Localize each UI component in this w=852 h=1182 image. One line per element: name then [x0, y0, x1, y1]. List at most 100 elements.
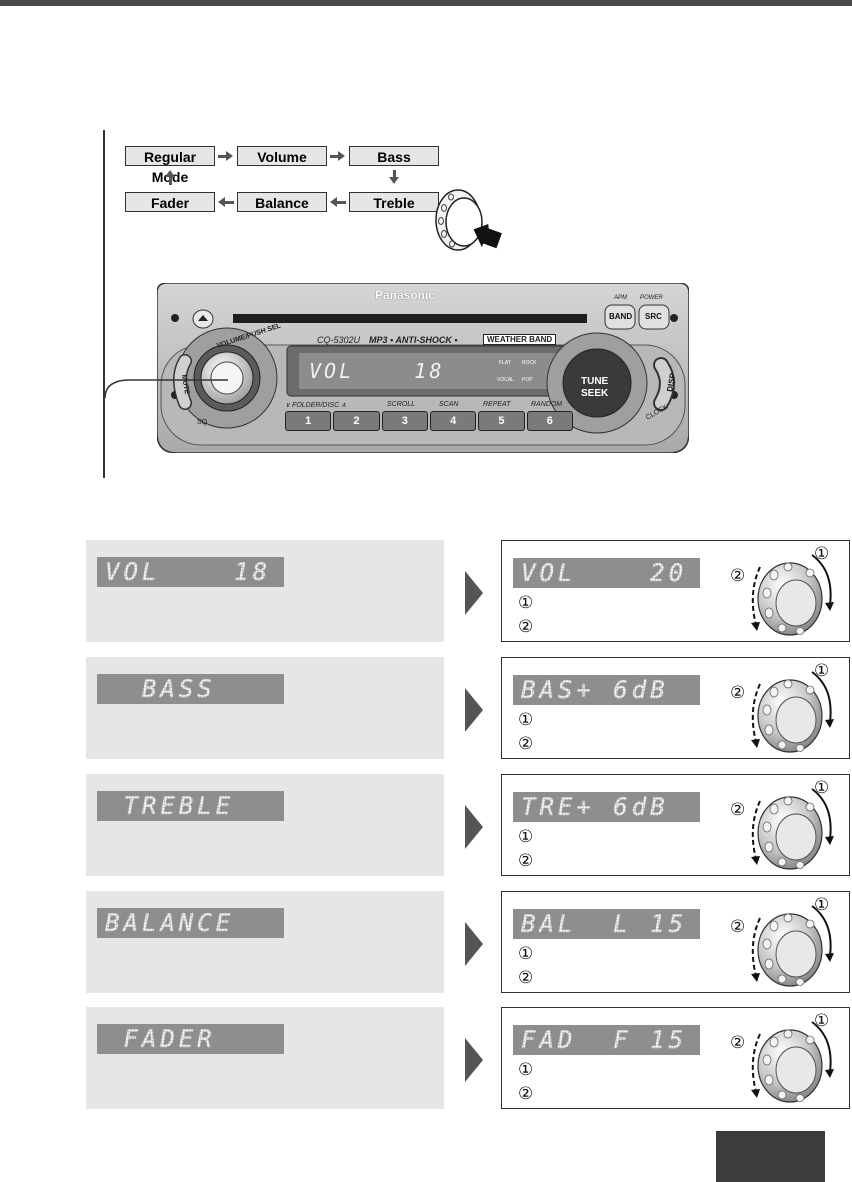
preset-button-4[interactable]: 4	[429, 411, 477, 431]
arrow-down-icon	[389, 177, 399, 184]
power-label: POWER	[640, 295, 663, 301]
callout-line	[103, 130, 105, 478]
arrow-up-icon	[165, 170, 175, 177]
mode-display-panel: BASS	[86, 657, 444, 759]
arrow-stem	[169, 176, 172, 185]
apm-label: APM	[614, 295, 628, 301]
feature-text: MP3 • ANTI-SHOCK •	[369, 335, 458, 345]
preset-label-scan: SCAN	[439, 401, 459, 408]
next-step-arrow-icon	[465, 1038, 483, 1082]
mode-display-panel: VOL 18	[86, 540, 444, 642]
preset-label-folder: ∨ FOLDER/DISC ∧	[285, 402, 347, 409]
eq-flat: FLAT	[499, 360, 511, 366]
preset-label-random: RANDOM	[531, 401, 563, 408]
preset-buttons: 1 2 3 4 5 6	[285, 411, 573, 431]
step-2-marker: ②	[518, 968, 534, 988]
preset-button-2[interactable]: 2	[333, 411, 380, 431]
preset-button-3[interactable]: 3	[381, 411, 428, 431]
step-2-marker: ②	[518, 617, 534, 637]
seek-label[interactable]: SEEK	[581, 388, 609, 399]
weather-band-badge: WEATHER BAND	[483, 334, 557, 345]
eq-pop: POP	[522, 377, 533, 383]
next-step-arrow-icon	[465, 688, 483, 732]
step-2-marker: ②	[518, 851, 534, 871]
lcd-display-adjusted: BAS+ 6dB	[513, 675, 700, 705]
lcd-display-adjusted: VOL 20	[513, 558, 700, 588]
arrow-right-icon	[338, 151, 345, 161]
step-1-marker: ①	[518, 593, 534, 613]
sq-label: SQ	[197, 419, 208, 426]
arrow-right-icon	[226, 151, 233, 161]
arrow-stem	[218, 155, 227, 158]
preset-button-5[interactable]: 5	[478, 411, 525, 431]
arrow-stem	[225, 201, 234, 204]
band-button[interactable]: BAND	[609, 312, 633, 321]
step-1-marker: ①	[518, 944, 534, 964]
step-2-marker: ②	[518, 734, 534, 754]
knob-callout-line	[104, 379, 228, 399]
unit-display-text: VOL 18	[309, 359, 445, 383]
mode-treble: Treble	[349, 192, 439, 212]
arrow-stem	[337, 201, 346, 204]
rotate-clockwise-marker: ①	[814, 1011, 830, 1031]
top-rule	[0, 0, 852, 6]
rotate-counterclockwise-marker: ②	[730, 1033, 746, 1053]
arrow-left-icon	[218, 197, 225, 207]
rotate-clockwise-marker: ①	[814, 778, 830, 798]
lcd-display: TREBLE	[97, 791, 284, 821]
preset-button-6[interactable]: 6	[526, 411, 573, 431]
next-step-arrow-icon	[465, 922, 483, 966]
step-1-marker: ①	[518, 710, 534, 730]
rotate-counterclockwise-marker: ②	[730, 683, 746, 703]
eq-vocal: VOCAL	[497, 377, 514, 383]
lcd-display: BASS	[97, 674, 284, 704]
mode-bass: Bass	[349, 146, 439, 166]
rotate-clockwise-marker: ①	[814, 661, 830, 681]
page-tab	[716, 1131, 825, 1182]
preset-button-1[interactable]: 1	[285, 411, 332, 431]
mode-display-panel: FADER	[86, 1007, 444, 1109]
mode-display-panel: TREBLE	[86, 774, 444, 876]
step-1-marker: ①	[518, 827, 534, 847]
lcd-display: FADER	[97, 1024, 284, 1054]
head-unit: Panasonic CQ-5302U MP3 • ANTI-SHOCK • WE…	[157, 283, 689, 453]
lcd-display: BALANCE	[97, 908, 284, 938]
lcd-display: VOL 18	[97, 557, 284, 587]
arrow-stem	[393, 170, 396, 178]
preset-label-scroll: SCROLL	[387, 401, 416, 408]
lcd-display-adjusted: BAL L 15	[513, 909, 700, 939]
tune-label[interactable]: TUNE	[581, 376, 609, 387]
eq-rock: ROCK	[522, 360, 537, 366]
src-button[interactable]: SRC	[645, 312, 662, 321]
mode-fader: Fader	[125, 192, 215, 212]
model-number: CQ-5302U	[317, 335, 361, 345]
brand-logo: Panasonic	[375, 288, 436, 302]
step-2-marker: ②	[518, 1084, 534, 1104]
mode-display-panel: BALANCE	[86, 891, 444, 993]
preset-label-repeat: REPEAT	[483, 401, 511, 408]
next-step-arrow-icon	[465, 571, 483, 615]
mode-balance: Balance	[237, 192, 327, 212]
lcd-display-adjusted: FAD F 15	[513, 1025, 700, 1055]
next-step-arrow-icon	[465, 805, 483, 849]
rotate-clockwise-marker: ①	[814, 895, 830, 915]
mode-regular: Regular Mode	[125, 146, 215, 185]
rotate-clockwise-marker: ①	[814, 544, 830, 564]
lcd-display-adjusted: TRE+ 6dB	[513, 792, 700, 822]
push-knob-icon	[435, 189, 502, 251]
arrow-left-icon	[330, 197, 337, 207]
rotate-counterclockwise-marker: ②	[730, 800, 746, 820]
mode-volume: Volume	[237, 146, 327, 166]
rotate-counterclockwise-marker: ②	[730, 566, 746, 586]
step-1-marker: ①	[518, 1060, 534, 1080]
